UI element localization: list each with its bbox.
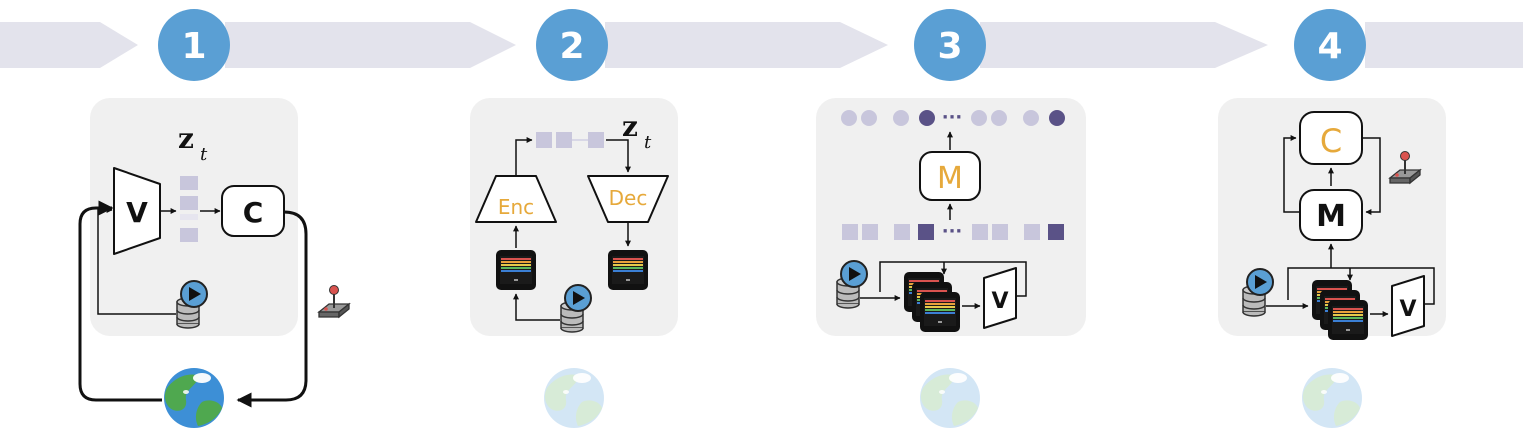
predicted-latents: ···: [841, 107, 1065, 128]
z-subscript: t: [200, 144, 208, 165]
latent-z-label: z t: [178, 122, 208, 165]
encoder-block: Enc: [475, 175, 557, 223]
memory-m-block: M: [1299, 189, 1363, 241]
v-label: V: [991, 289, 1008, 314]
panel-step-4: C M V: [1218, 98, 1446, 340]
ellipsis: ···: [942, 221, 963, 242]
z-symbol: z: [178, 122, 194, 155]
controller-c-block: C: [1299, 111, 1363, 165]
panel-step-3: ··· M ···: [816, 98, 1086, 336]
latent-sequence: ···: [842, 221, 1064, 242]
ellipsis: ···: [942, 107, 963, 128]
step-number: 1: [181, 26, 206, 67]
dec-label: Dec: [609, 186, 648, 210]
v-label: V: [1399, 297, 1416, 322]
globe-icon: [164, 368, 224, 428]
m-label: M: [1316, 199, 1346, 234]
vae-v-block: V: [113, 167, 161, 255]
step-number: 3: [937, 26, 962, 67]
decoder-block: Dec: [587, 175, 669, 223]
input-frame: [496, 250, 536, 290]
joystick-icon: [318, 284, 350, 318]
step-number: 2: [559, 26, 584, 67]
latent-strip: [536, 132, 604, 148]
panel-step-1: z t V C: [90, 98, 298, 336]
latent-z-label: z t: [622, 110, 652, 153]
enc-label: Enc: [498, 195, 534, 219]
globe-icon: [544, 368, 604, 428]
controller-c-block: C: [221, 185, 285, 237]
z-symbol: z: [622, 110, 638, 143]
action-to-env-arrow: [236, 210, 308, 408]
c-label: C: [1320, 122, 1342, 160]
panel-step-2: z t Enc Dec: [470, 98, 678, 336]
step-marker-4: 4: [1294, 9, 1366, 81]
globe-icon: [1302, 368, 1362, 428]
step-marker-3: 3: [914, 9, 986, 81]
env-to-v-arrow: [78, 200, 162, 402]
step-marker-2: 2: [536, 9, 608, 81]
step-marker-1: 1: [158, 9, 230, 81]
vae-v-block: V: [983, 267, 1017, 329]
c-label: C: [243, 196, 264, 229]
step-number: 4: [1317, 26, 1342, 67]
progress-arrow-band: [0, 22, 1523, 68]
z-subscript: t: [644, 132, 652, 153]
v-label: V: [126, 196, 148, 229]
memory-m-block: M: [919, 151, 981, 201]
m-label: M: [937, 161, 963, 196]
latent-vector: [180, 176, 198, 242]
vae-v-block: V: [1391, 275, 1425, 337]
reconstructed-frame: [608, 250, 648, 290]
globe-icon: [920, 368, 980, 428]
